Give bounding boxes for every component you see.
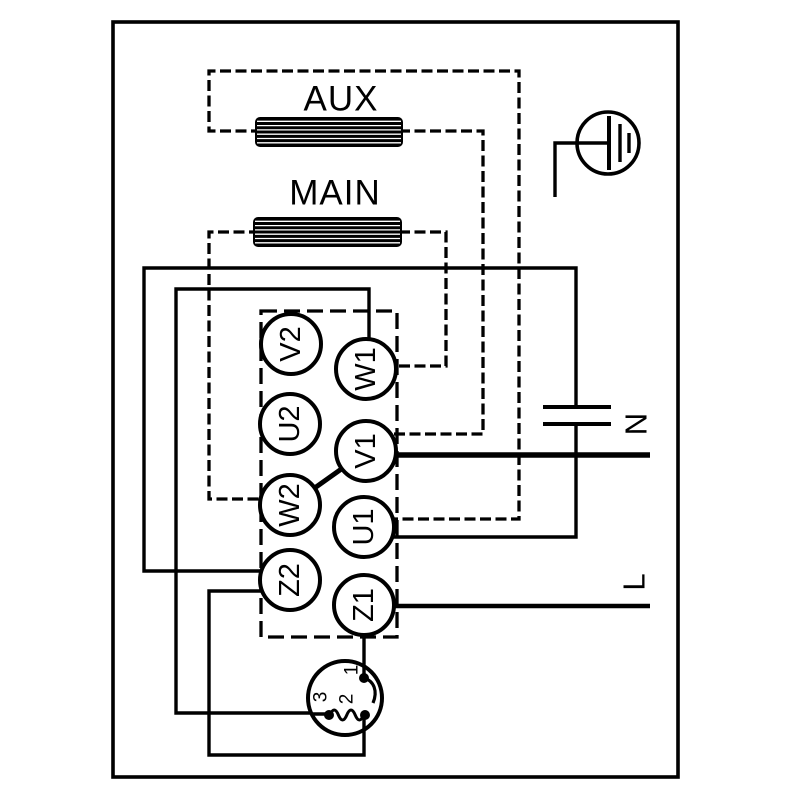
- terminal-v1-label: V1: [350, 433, 382, 468]
- z2-to-capacitor-wire: [142, 266, 578, 573]
- w1-to-protector-wire: [174, 287, 371, 715]
- aux-winding-coil: [255, 117, 403, 147]
- terminal-z2: Z2: [258, 548, 322, 612]
- protector-pin1-dot: [359, 673, 369, 683]
- terminal-u1-label: U1: [348, 508, 380, 545]
- terminal-u2: U2: [258, 392, 322, 456]
- main-winding-label: MAIN: [289, 174, 381, 213]
- neutral-label: N: [619, 413, 654, 435]
- terminal-v2: V2: [259, 312, 323, 376]
- terminal-circles: V2 U2 W2 Z2 W1 V1 U1 Z1: [258, 312, 398, 637]
- line-label: L: [617, 573, 652, 590]
- terminal-v1: V1: [334, 419, 398, 483]
- dashed-wires: [207, 69, 521, 521]
- thermal-protector-icon: 1 2 3: [306, 659, 384, 737]
- aux-winding-label: AUX: [304, 80, 379, 119]
- terminal-z1: Z1: [332, 573, 396, 637]
- protector-pin3-dot: [324, 710, 334, 720]
- protector-pin2-label: 2: [337, 694, 358, 705]
- terminal-w2-label: W2: [274, 483, 306, 527]
- terminal-board-outline: [259, 309, 399, 639]
- protector-pin1-label: 1: [342, 665, 363, 676]
- terminal-z2-label: Z2: [274, 563, 306, 597]
- z2-to-protector-wire: [207, 589, 366, 757]
- terminal-u2-label: U2: [274, 405, 306, 442]
- main-to-w1-wire: [391, 230, 448, 368]
- terminal-w1: W1: [334, 337, 398, 401]
- terminal-u1: U1: [332, 495, 396, 559]
- protector-pin3-label: 3: [311, 692, 332, 703]
- capacitor-symbol: [543, 405, 611, 426]
- u1-to-capacitor-wire: [391, 424, 578, 539]
- aux-to-v1-wire: [391, 129, 485, 436]
- main-winding-coil: [253, 217, 402, 247]
- aux-loop-to-u1-wire: [207, 69, 521, 521]
- terminal-z1-label: Z1: [348, 588, 380, 622]
- terminal-w1-label: W1: [350, 347, 382, 391]
- protector-pin2-dot: [360, 710, 370, 720]
- enclosure-frame: [111, 20, 680, 779]
- terminal-v2-label: V2: [275, 326, 307, 361]
- solid-wires: [142, 266, 578, 757]
- main-to-w2-wire: [207, 230, 270, 501]
- terminal-w2: W2: [258, 473, 322, 537]
- earth-ground-icon: [553, 110, 641, 197]
- heater-element: [328, 708, 365, 722]
